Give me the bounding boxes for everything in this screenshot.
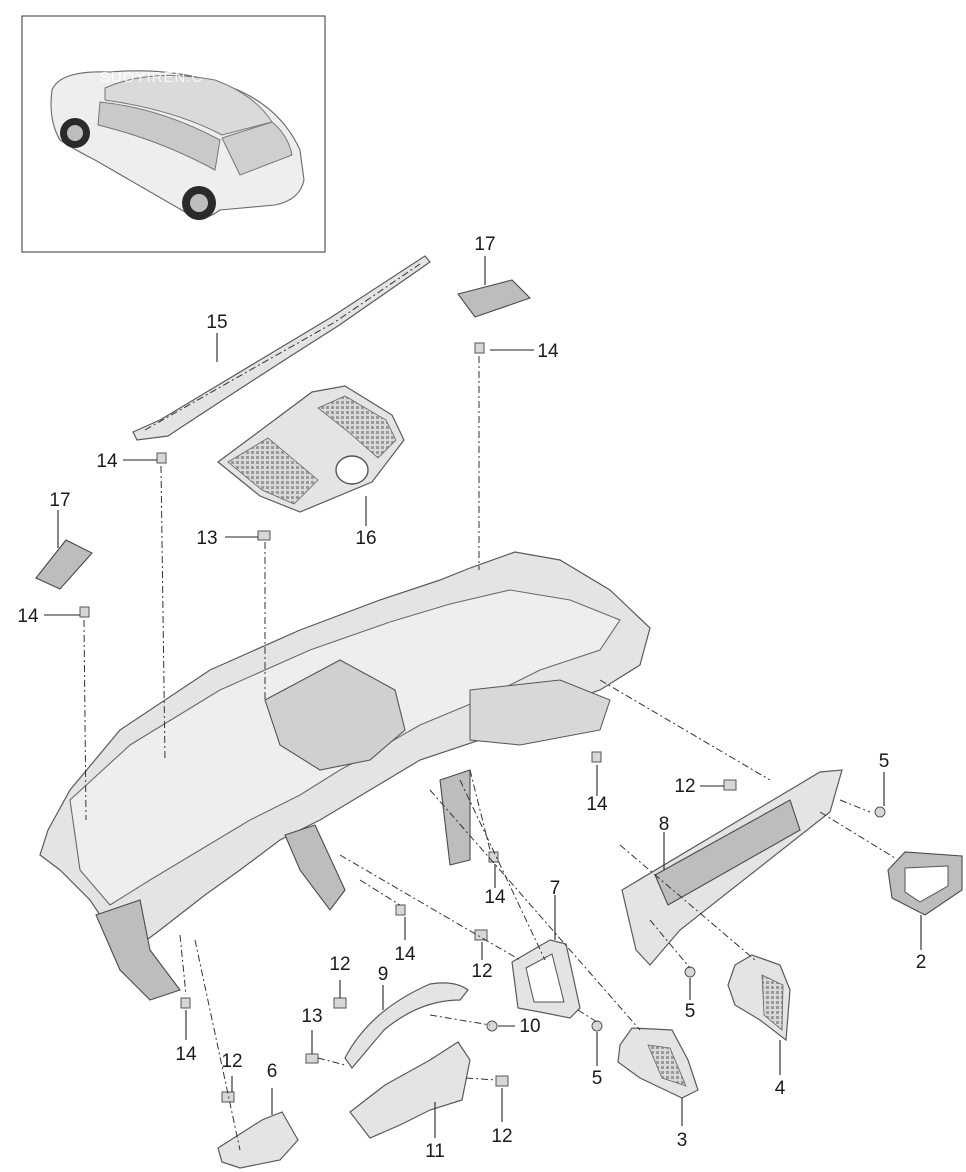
callout-15: 15 (206, 312, 227, 333)
callout-14-center-right: 14 (586, 794, 608, 815)
screw-5-b (684, 966, 696, 978)
callout-14-left: 14 (17, 606, 39, 627)
screw-5-c (591, 1020, 603, 1032)
center-air-vent-grille (647, 1044, 687, 1087)
clip-13-b (305, 1053, 319, 1064)
glovebox-trim-face (654, 799, 801, 906)
car-rear-rim (190, 194, 208, 212)
callout-5-right: 5 (879, 751, 890, 772)
defroster-vent-slots (144, 263, 421, 431)
car-front-rim (67, 125, 83, 141)
clip-14-c (79, 606, 90, 618)
steering-column-trim-upper (344, 982, 469, 1069)
callout-5-lower: 5 (592, 1068, 603, 1089)
clip-12-b (474, 929, 488, 941)
clip-14-g (180, 997, 191, 1009)
callout-10: 10 (519, 1016, 540, 1037)
callout-13-lower: 13 (301, 1006, 322, 1027)
leader-lines (44, 256, 922, 1138)
center-mounting-bracket (284, 824, 346, 911)
car-rear-window (221, 121, 293, 176)
car-window (97, 101, 221, 171)
watermark-text: SUOYIREN.C (100, 69, 203, 86)
cover-plate-left (35, 539, 93, 590)
clip-14-a (474, 342, 485, 354)
callout-12-lower: 12 (491, 1126, 512, 1147)
clip-14-d (591, 751, 602, 763)
knee-trim-panel (217, 1111, 299, 1169)
callout-12-lower-left: 12 (221, 1051, 242, 1072)
right-mounting-bracket (439, 769, 471, 866)
clip-14-f (395, 904, 406, 916)
clip-12-a (723, 779, 737, 791)
callout-14-lower-left: 14 (175, 1044, 197, 1065)
clip-12-e (495, 1075, 509, 1087)
callout-12-right: 12 (674, 776, 695, 797)
assembly-lines (83, 356, 896, 1151)
trim-frame-opening (525, 953, 565, 1003)
cover-plate-right (457, 279, 532, 318)
steering-column-trim-lower (349, 1041, 471, 1139)
callout-12-left-center: 12 (329, 954, 350, 975)
callout-8: 8 (659, 814, 670, 835)
callout-17-top: 17 (474, 234, 495, 255)
callout-3: 3 (677, 1130, 688, 1151)
callout-14-center: 14 (484, 887, 506, 908)
callout-11: 11 (425, 1141, 445, 1162)
clip-13-a (257, 530, 271, 541)
callout-labels: 17 14 15 14 16 13 17 14 14 5 12 8 14 2 7… (17, 234, 926, 1162)
callout-14-top-right: 14 (537, 341, 559, 362)
callout-4: 4 (775, 1078, 786, 1099)
callout-2: 2 (916, 952, 927, 973)
callout-14-lower-center: 14 (394, 944, 416, 965)
center-console-opening (264, 659, 406, 771)
fastener-clips (79, 342, 886, 1103)
screw-5-a (874, 806, 886, 818)
vehicle-thumbnail: SUOYIREN.C (21, 15, 326, 253)
clip-12-d (221, 1091, 235, 1103)
callout-17-left: 17 (49, 490, 70, 511)
right-air-vent-grille (904, 865, 949, 903)
callout-9: 9 (378, 964, 389, 985)
screw-10 (486, 1020, 498, 1032)
car-roof (104, 75, 273, 136)
callout-12-center: 12 (471, 961, 492, 982)
grille-right (317, 395, 397, 459)
callout-5-center-right: 5 (685, 1001, 696, 1022)
glovebox-opening (469, 679, 611, 746)
clip-12-c (333, 997, 347, 1009)
callout-16: 16 (355, 528, 376, 549)
sensor-housing-ring (335, 455, 369, 485)
side-air-vent-grille (761, 974, 784, 1031)
callout-14-upper-left: 14 (96, 451, 118, 472)
callout-7: 7 (550, 878, 561, 899)
grille-left (227, 437, 319, 505)
callout-6: 6 (267, 1061, 278, 1082)
left-mounting-bracket (95, 899, 181, 1001)
callout-13-upper: 13 (196, 528, 217, 549)
clip-14-b (156, 452, 167, 464)
